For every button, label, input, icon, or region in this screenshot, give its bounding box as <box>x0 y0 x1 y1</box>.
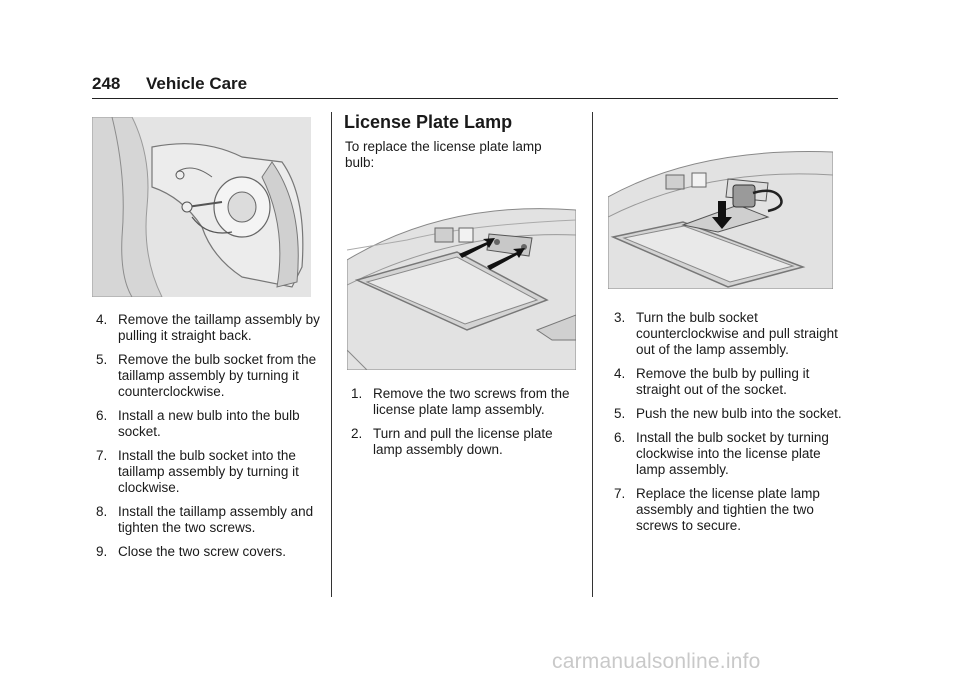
taillamp-steps-list: 4. Remove the taillamp assembly by pullin… <box>96 312 326 568</box>
watermark: carmanualsonline.info <box>552 650 761 673</box>
step-number: 7. <box>614 486 626 501</box>
step-text: Install the bulb socket into the taillam… <box>118 448 299 495</box>
license-lamp-steps-list: 1. Remove the two screws from the license… <box>351 386 583 466</box>
step-number: 6. <box>96 408 108 423</box>
step-text: Turn the bulb socket counterclockwise an… <box>636 310 838 357</box>
license-plate-screws-illustration <box>347 190 576 370</box>
section-title: Vehicle Care <box>146 74 248 93</box>
list-item: 6. Install the bulb socket by turning clo… <box>614 430 842 478</box>
list-item: 5. Remove the bulb socket from the tailla… <box>96 352 326 400</box>
step-text: Remove the taillamp assembly by pulling … <box>118 312 320 343</box>
step-text: Remove the bulb by pulling it straight o… <box>636 366 810 397</box>
license-plate-lamp-heading: License Plate Lamp <box>344 112 513 132</box>
step-number: 3. <box>614 310 626 325</box>
bulb-socket-illustration <box>608 127 833 289</box>
column-divider-left <box>331 112 332 597</box>
list-item: 2. Turn and pull the license plate lamp a… <box>351 426 583 458</box>
intro-text: To replace the license plate lamp bulb: <box>345 139 542 170</box>
list-item: 9. Close the two screw covers. <box>96 544 326 560</box>
step-text: Remove the bulb socket from the taillamp… <box>118 352 317 399</box>
list-item: 6. Install a new bulb into the bulb socke… <box>96 408 326 440</box>
list-item: 3. Turn the bulb socket counterclockwise … <box>614 310 842 358</box>
step-text: Install a new bulb into the bulb socket. <box>118 408 300 439</box>
step-number: 5. <box>96 352 108 367</box>
taillamp-illustration <box>92 117 311 297</box>
step-number: 2. <box>351 426 363 441</box>
step-number: 7. <box>96 448 108 463</box>
list-item: 5. Push the new bulb into the socket. <box>614 406 842 422</box>
list-item: 7. Replace the license plate lamp assembl… <box>614 486 842 534</box>
step-number: 6. <box>614 430 626 445</box>
list-item: 4. Remove the taillamp assembly by pullin… <box>96 312 326 344</box>
step-text: Install the bulb socket by turning clock… <box>636 430 829 477</box>
step-number: 8. <box>96 504 108 519</box>
list-item: 1. Remove the two screws from the license… <box>351 386 583 418</box>
page-number: 248 <box>92 74 121 93</box>
page-header: 248 Vehicle Care <box>92 72 838 99</box>
step-number: 9. <box>96 544 108 559</box>
step-text: Install the taillamp assembly and tighte… <box>118 504 314 535</box>
step-text: Push the new bulb into the socket. <box>636 406 842 421</box>
column-divider-right <box>592 112 593 597</box>
bulb-steps-list: 3. Turn the bulb socket counterclockwise … <box>614 310 842 542</box>
step-number: 1. <box>351 386 363 401</box>
step-number: 5. <box>614 406 626 421</box>
step-text: Turn and pull the license plate lamp ass… <box>373 426 553 457</box>
step-text: Close the two screw covers. <box>118 544 287 559</box>
step-text: Remove the two screws from the license p… <box>373 386 570 417</box>
step-number: 4. <box>614 366 626 381</box>
step-text: Replace the license plate lamp assembly … <box>636 486 820 533</box>
list-item: 7. Install the bulb socket into the taill… <box>96 448 326 496</box>
list-item: 8. Install the taillamp assembly and tigh… <box>96 504 326 536</box>
list-item: 4. Remove the bulb by pulling it straight… <box>614 366 842 398</box>
step-number: 4. <box>96 312 108 327</box>
